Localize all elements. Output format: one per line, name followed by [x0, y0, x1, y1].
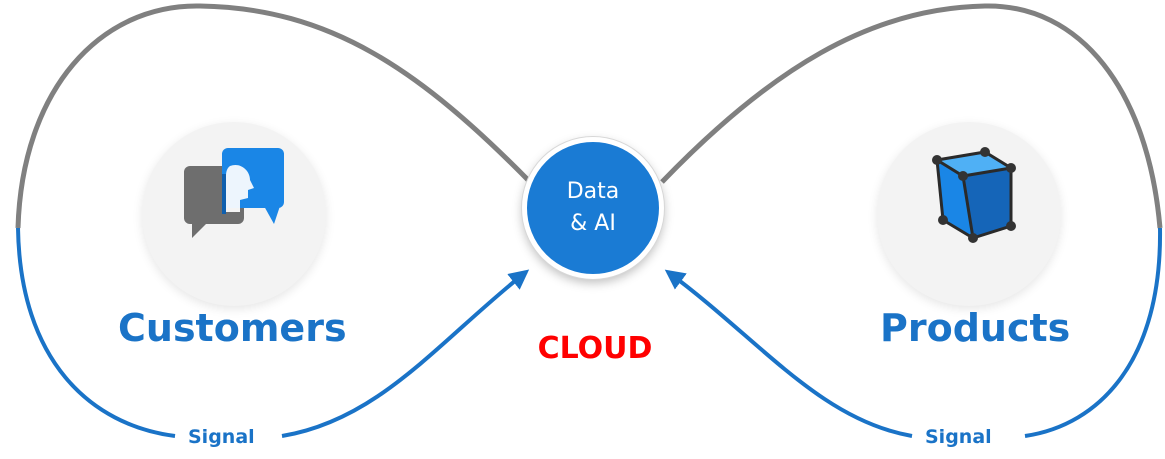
customers-label: Customers — [118, 306, 347, 350]
signal-label-left: Signal — [180, 426, 263, 448]
left-loop-gray-arc — [15, 3, 532, 229]
hub-label-line2: & AI — [570, 211, 616, 236]
right-loop-gray-arc — [660, 3, 1163, 229]
right-signal-arrow — [664, 269, 913, 438]
right-loop-blue-arc — [1024, 227, 1163, 438]
products-icon-disc — [877, 122, 1061, 306]
left-loop-blue-arc — [16, 227, 176, 438]
chat-bubbles-icon — [184, 148, 284, 238]
signal-label-right: Signal — [917, 426, 1000, 448]
products-label: Products — [880, 306, 1071, 350]
left-signal-arrow — [281, 269, 530, 438]
data-ai-hub: Data & AI — [522, 137, 664, 279]
hub-label-line1: Data — [566, 179, 620, 204]
customers-icon-disc — [142, 122, 326, 306]
cube-icon — [932, 147, 1016, 243]
cloud-label: CLOUD — [537, 331, 653, 366]
